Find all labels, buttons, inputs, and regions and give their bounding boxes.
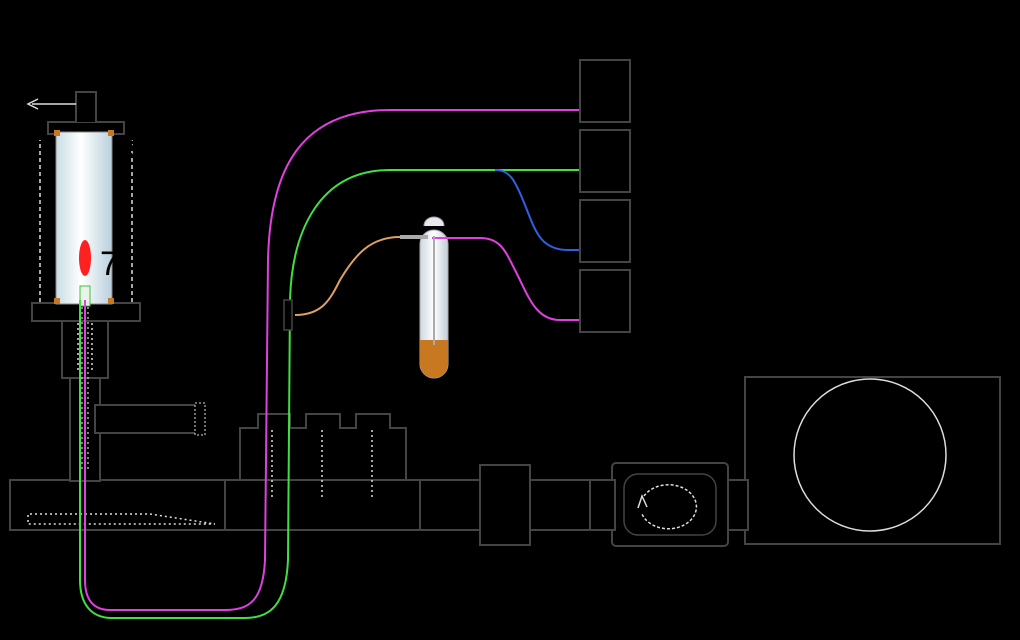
gas-label-ar-top: Ar — [640, 79, 672, 115]
hydrocarbon-line — [79, 169, 580, 619]
gas-label-hydrogen: Hydrogen — [640, 219, 779, 255]
label-9: 9 — [127, 128, 146, 166]
flame — [79, 240, 91, 276]
gas-label-hydrocarbon: Hydrocarbon — [640, 149, 823, 185]
label-4: 4 — [563, 484, 582, 522]
hydrocarbon-box — [579, 129, 631, 193]
gas-manifold — [239, 413, 407, 500]
label-11: 11 — [592, 20, 627, 58]
vacuum-pump — [744, 376, 1001, 545]
bubbler — [400, 216, 480, 379]
label-3: 3 — [394, 484, 413, 522]
hydrogen-box — [579, 199, 631, 263]
label-10: 10 — [452, 338, 490, 376]
valve — [611, 462, 729, 547]
gas-lines — [79, 109, 580, 619]
label-5: 5 — [95, 478, 114, 516]
main-pipe — [9, 464, 616, 546]
label-6: 6 — [110, 368, 129, 406]
label-1: 1 — [975, 378, 994, 416]
ar-line — [84, 109, 580, 611]
label-7: 7 — [100, 245, 119, 283]
exhaust-outlet — [26, 91, 97, 122]
ar-bubbler-line — [440, 237, 580, 321]
ar-top-box — [579, 59, 631, 123]
burner-riser — [61, 314, 206, 482]
label-8: 8 — [50, 70, 69, 108]
hydrogen-line — [494, 169, 580, 251]
bubbler-line — [294, 236, 401, 316]
gas-supply-boxes — [579, 59, 631, 333]
ar-bottom-box — [579, 269, 631, 333]
label-2: 2 — [658, 482, 677, 520]
tee-junction — [283, 299, 293, 331]
gas-label-ar-bottom: Ar — [640, 289, 672, 325]
pump-connector — [725, 479, 749, 531]
